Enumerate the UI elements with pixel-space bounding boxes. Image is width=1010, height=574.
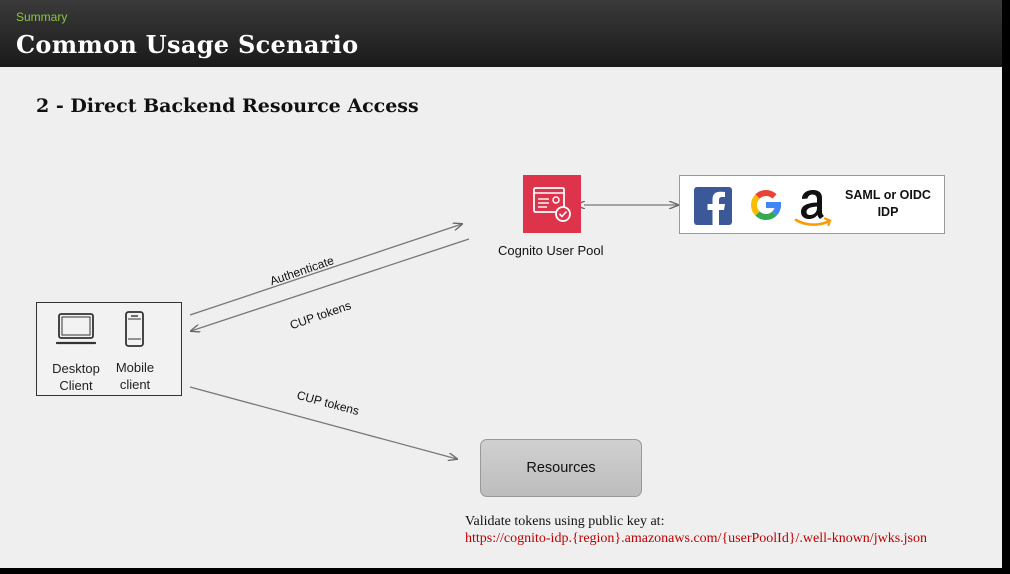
cognito-user-pool-icon — [523, 175, 581, 233]
jwks-url: https://cognito-idp.{region}.amazonaws.c… — [465, 531, 927, 546]
cognito-user-pool-label: Cognito User Pool — [498, 243, 604, 258]
slide-header: Summary Common Usage Scenario — [0, 0, 1002, 67]
mobile-icon — [125, 311, 144, 347]
validation-note: Validate tokens using public key at: htt… — [465, 513, 927, 547]
amazon-icon — [794, 190, 832, 227]
desktop-icon — [56, 313, 96, 345]
google-icon — [751, 189, 782, 220]
idp-label: SAML or OIDC IDP — [845, 188, 931, 219]
cup-tokens-return-arrow — [191, 238, 470, 331]
scenario-subtitle: 2 - Direct Backend Resource Access — [36, 95, 419, 117]
client-apps-box: Desktop Client Mobile client — [36, 302, 182, 396]
identity-provider-box: SAML or OIDC IDP — [679, 175, 945, 234]
slide-body: 2 - Direct Backend Resource Access Authe… — [0, 67, 1002, 568]
authenticate-arrow — [189, 224, 462, 316]
validation-note-text: Validate tokens using public key at: — [465, 514, 665, 529]
resources-box: Resources — [480, 439, 642, 497]
cup-tokens-resources-arrow — [189, 386, 457, 459]
facebook-icon — [694, 187, 732, 225]
mobile-client-label: Mobile client — [115, 360, 155, 392]
section-kicker: Summary — [16, 10, 68, 24]
flow-arrows — [0, 67, 1002, 568]
desktop-client-label: Desktop Client — [52, 361, 100, 393]
slide-title: Common Usage Scenario — [16, 30, 359, 59]
